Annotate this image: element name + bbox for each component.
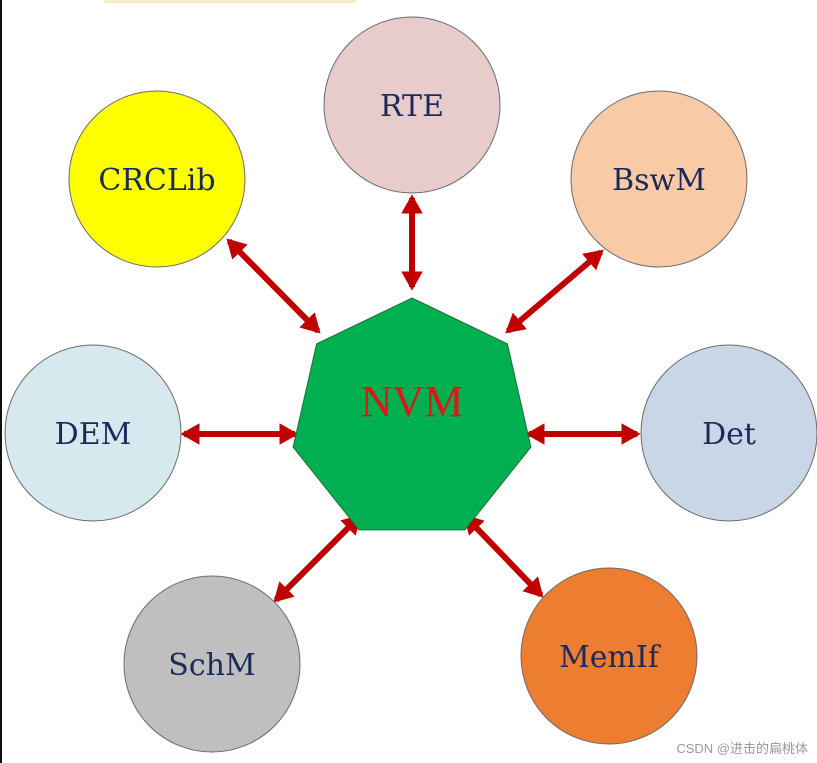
watermark-text: CSDN @进击的扁桃体 [676, 741, 808, 756]
nvm-label: NVM [361, 377, 464, 426]
rte-label: RTE [380, 89, 444, 124]
dem-circle [4, 344, 182, 522]
center-heptagon-group: NVM [292, 297, 532, 531]
bswm-label: BswM [612, 163, 706, 198]
node-schm: SchM [123, 575, 301, 753]
left-border-line [0, 0, 2, 763]
node-det: Det [640, 344, 817, 522]
top-highlight-strip [104, 0, 356, 3]
node-rte: RTE [323, 16, 501, 194]
crclib-label: CRCLib [98, 163, 215, 198]
node-bswm: BswM [570, 90, 748, 268]
node-memif: MemIf [520, 567, 698, 745]
memif-circle [520, 567, 698, 745]
dem-label: DEM [55, 417, 132, 452]
memif-label: MemIf [559, 640, 661, 675]
node-dem: DEM [4, 344, 182, 522]
schm-circle [123, 575, 301, 753]
arrow-memif [463, 514, 544, 598]
rte-circle [323, 16, 501, 194]
node-crclib: CRCLib [68, 90, 246, 268]
nvm-heptagon [292, 297, 532, 531]
schm-label: SchM [168, 648, 255, 683]
connector-arrows [180, 194, 641, 603]
det-label: Det [702, 417, 756, 452]
arrow-bswm [505, 249, 604, 334]
arrow-schm [273, 514, 362, 603]
det-circle [640, 344, 817, 522]
crclib-circle [68, 90, 246, 268]
arrow-crclib [226, 238, 321, 334]
bswm-circle [570, 90, 748, 268]
